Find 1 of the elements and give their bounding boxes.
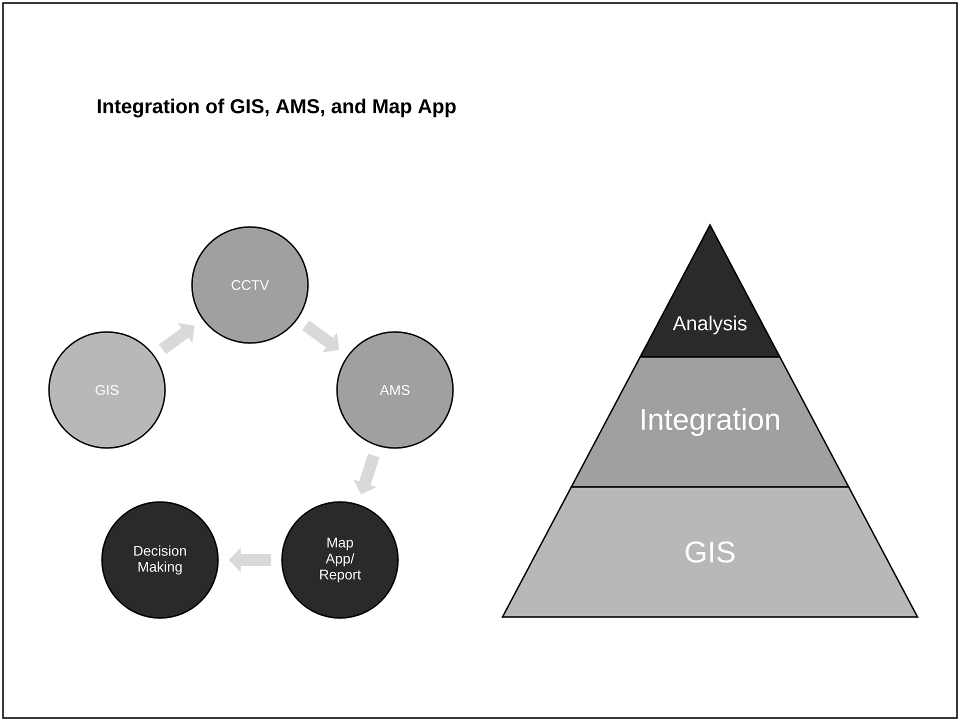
title: Integration of GIS, AMS, and Map App: [98, 98, 456, 118]
